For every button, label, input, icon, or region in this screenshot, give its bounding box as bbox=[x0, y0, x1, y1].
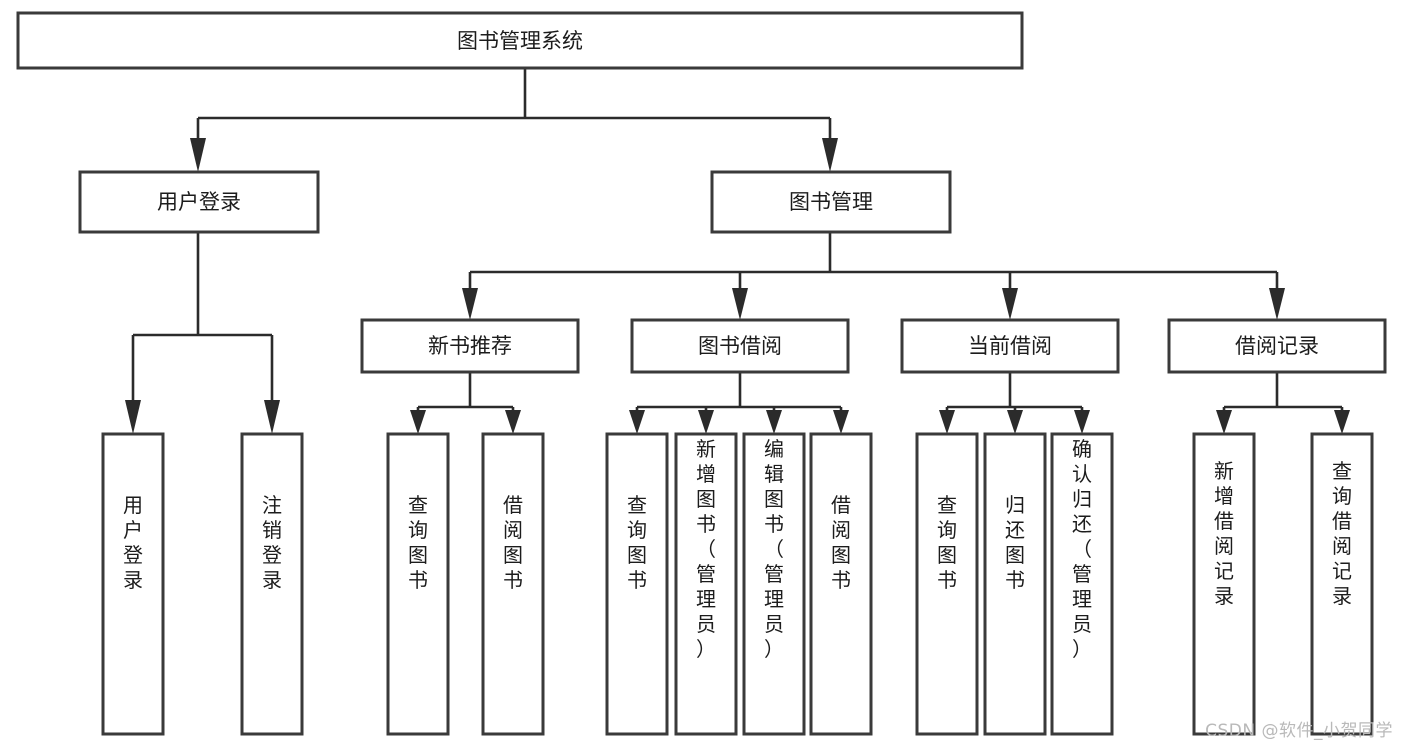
node-leaf-return-book[interactable]: 归还图书 bbox=[983, 432, 1047, 736]
node-leaf-query-record-box[interactable] bbox=[1310, 432, 1374, 736]
node-leaf-query-book-3-label: 查询图书 bbox=[937, 493, 957, 592]
node-user-login-box[interactable] bbox=[78, 170, 320, 234]
node-current-borrow[interactable]: 当前借阅 bbox=[900, 318, 1120, 374]
connector-group-book-borrow bbox=[629, 372, 849, 434]
node-leaf-query-book-2[interactable]: 查询图书 bbox=[605, 432, 669, 736]
node-leaf-edit-book-label: 编辑图书（管理员） bbox=[764, 437, 784, 661]
node-leaf-borrow-book-2-label: 借阅图书 bbox=[831, 493, 851, 592]
node-leaf-query-book-1[interactable]: 查询图书 bbox=[386, 432, 450, 736]
node-leaf-query-book-2-box[interactable] bbox=[605, 432, 669, 736]
node-leaf-user-login-label: 用户登录 bbox=[123, 493, 143, 592]
arrow-head-leaf-user-login bbox=[125, 400, 141, 434]
node-leaf-query-book-3[interactable]: 查询图书 bbox=[915, 432, 979, 736]
node-borrow-record-box[interactable] bbox=[1167, 318, 1387, 374]
node-leaf-query-record-label: 查询借阅记录 bbox=[1332, 459, 1352, 608]
arrow-head-leaf-query-book-2 bbox=[629, 410, 645, 434]
node-leaf-logout-login-label: 注销登录 bbox=[262, 493, 282, 592]
node-borrow-record[interactable]: 借阅记录 bbox=[1167, 318, 1387, 374]
node-root-box[interactable] bbox=[16, 11, 1024, 70]
node-root-label: 图书管理系统 bbox=[457, 29, 583, 53]
node-root[interactable]: 图书管理系统 bbox=[16, 11, 1024, 70]
node-leaf-confirm-return[interactable]: 确认归还（管理员） bbox=[1050, 432, 1114, 736]
arrow-head-leaf-add-book bbox=[698, 410, 714, 434]
node-leaf-borrow-book-1-box[interactable] bbox=[481, 432, 545, 736]
node-book-management-box[interactable] bbox=[710, 170, 952, 234]
node-book-management[interactable]: 图书管理 bbox=[710, 170, 952, 234]
node-leaf-add-record-label: 新增借阅记录 bbox=[1214, 459, 1234, 608]
node-user-login[interactable]: 用户登录 bbox=[78, 170, 320, 234]
node-book-borrow[interactable]: 图书借阅 bbox=[630, 318, 850, 374]
arrow-head-new-book-recommend bbox=[462, 288, 478, 320]
arrow-head-leaf-borrow-book-2 bbox=[833, 410, 849, 434]
arrow-head-current-borrow bbox=[1002, 288, 1018, 320]
node-user-login-label: 用户登录 bbox=[157, 190, 241, 214]
node-new-book-recommend-box[interactable] bbox=[360, 318, 580, 374]
node-new-book-recommend-label: 新书推荐 bbox=[428, 334, 512, 358]
node-book-management-label: 图书管理 bbox=[789, 190, 873, 214]
arrow-head-leaf-query-book-1 bbox=[410, 410, 426, 434]
connector-group-user-login bbox=[125, 232, 280, 434]
connector-group-new-book-recommend bbox=[410, 372, 521, 434]
arrow-head-leaf-return-book bbox=[1007, 410, 1023, 434]
node-leaf-add-record-box[interactable] bbox=[1192, 432, 1256, 736]
arrow-head-leaf-edit-book bbox=[766, 410, 782, 434]
connector-group-book-management bbox=[462, 232, 1285, 320]
node-current-borrow-label: 当前借阅 bbox=[968, 334, 1052, 358]
node-leaf-query-book-1-label: 查询图书 bbox=[408, 493, 428, 592]
connector-group-current-borrow bbox=[939, 372, 1090, 434]
node-leaf-borrow-book-1-label: 借阅图书 bbox=[503, 493, 523, 592]
arrow-head-leaf-add-record bbox=[1216, 410, 1232, 434]
arrow-head-user-login bbox=[190, 138, 206, 172]
node-book-borrow-box[interactable] bbox=[630, 318, 850, 374]
node-leaf-user-login[interactable]: 用户登录 bbox=[101, 432, 165, 736]
node-leaf-query-book-2-label: 查询图书 bbox=[627, 493, 647, 592]
connector-group-root bbox=[190, 68, 838, 172]
arrow-head-leaf-logout-login bbox=[264, 400, 280, 434]
arrow-head-book-borrow bbox=[732, 288, 748, 320]
arrow-head-book-management bbox=[822, 138, 838, 172]
node-leaf-logout-login-box[interactable] bbox=[240, 432, 304, 736]
arrow-head-borrow-record bbox=[1269, 288, 1285, 320]
node-leaf-edit-book-box[interactable] bbox=[742, 432, 806, 736]
arrow-head-leaf-confirm-return bbox=[1074, 410, 1090, 434]
node-current-borrow-box[interactable] bbox=[900, 318, 1120, 374]
node-leaf-add-book[interactable]: 新增图书（管理员） bbox=[674, 432, 738, 736]
node-leaf-query-record[interactable]: 查询借阅记录 bbox=[1310, 432, 1374, 736]
node-book-borrow-label: 图书借阅 bbox=[698, 334, 782, 358]
node-leaf-add-book-box[interactable] bbox=[674, 432, 738, 736]
node-leaf-borrow-book-2-box[interactable] bbox=[809, 432, 873, 736]
node-leaf-query-book-3-box[interactable] bbox=[915, 432, 979, 736]
connector-group-borrow-record bbox=[1216, 372, 1350, 434]
node-leaf-edit-book[interactable]: 编辑图书（管理员） bbox=[742, 432, 806, 736]
arrow-head-leaf-borrow-book-1 bbox=[505, 410, 521, 434]
node-leaf-add-book-label: 新增图书（管理员） bbox=[696, 437, 716, 661]
node-leaf-query-book-1-box[interactable] bbox=[386, 432, 450, 736]
node-leaf-borrow-book-1[interactable]: 借阅图书 bbox=[481, 432, 545, 736]
node-leaf-borrow-book-2[interactable]: 借阅图书 bbox=[809, 432, 873, 736]
node-leaf-logout-login[interactable]: 注销登录 bbox=[240, 432, 304, 736]
node-leaf-add-record[interactable]: 新增借阅记录 bbox=[1192, 432, 1256, 736]
node-leaf-user-login-box[interactable] bbox=[101, 432, 165, 736]
node-leaf-return-book-label: 归还图书 bbox=[1005, 493, 1025, 592]
arrow-head-leaf-query-book-3 bbox=[939, 410, 955, 434]
node-leaf-return-book-box[interactable] bbox=[983, 432, 1047, 736]
arrow-head-leaf-query-record bbox=[1334, 410, 1350, 434]
node-borrow-record-label: 借阅记录 bbox=[1235, 334, 1319, 358]
node-new-book-recommend[interactable]: 新书推荐 bbox=[360, 318, 580, 374]
node-leaf-confirm-return-box[interactable] bbox=[1050, 432, 1114, 736]
node-leaf-confirm-return-label: 确认归还（管理员） bbox=[1072, 437, 1092, 661]
